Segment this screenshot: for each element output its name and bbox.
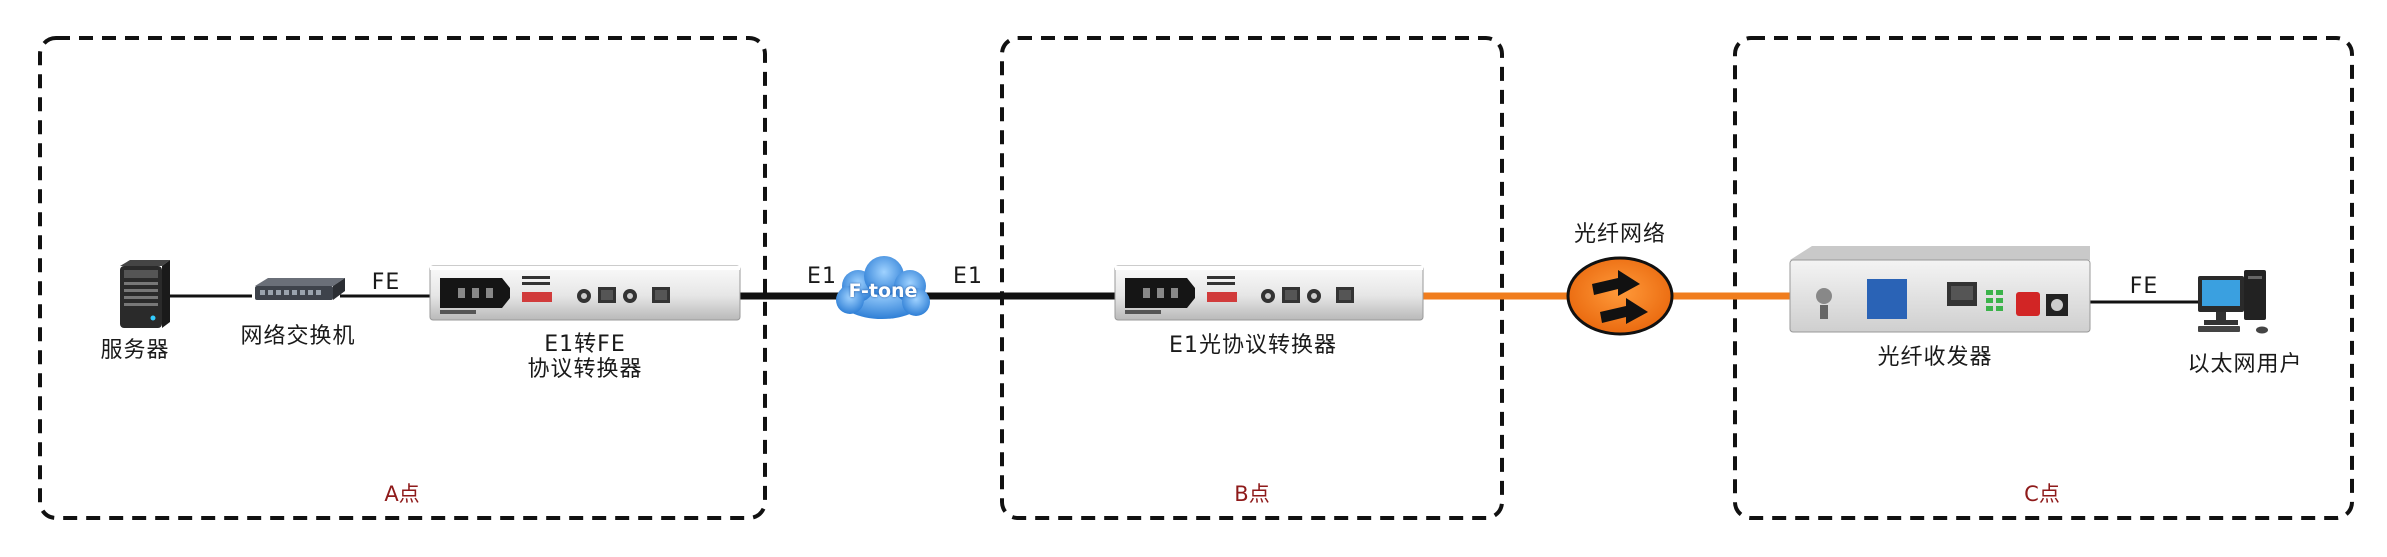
- network-switch-icon: [255, 278, 345, 300]
- brand-logo: [1867, 279, 1907, 319]
- user-label: 以太网用户: [2187, 352, 2303, 377]
- zone-a-label: A点: [384, 482, 420, 506]
- converter-b-label: E1光协议转换器: [1169, 333, 1337, 358]
- fe-right-label: FE: [2129, 274, 2159, 299]
- protocol-converter-device: [429, 265, 741, 321]
- arrow-right-icon: [1600, 298, 1648, 324]
- zone-b-label: B点: [1234, 482, 1270, 506]
- fiber-network-icon: [1566, 256, 1674, 336]
- e1-left-label: E1: [807, 264, 837, 289]
- cloud-brand-label: F-tone: [848, 280, 918, 302]
- switch-label: 网络交换机: [240, 324, 356, 349]
- desktop-pc-icon: [2198, 270, 2268, 334]
- media-converter-label: 光纤收发器: [1877, 345, 1993, 370]
- arrow-right-icon: [1592, 270, 1640, 296]
- fe-left-label: FE: [371, 270, 401, 295]
- e1-network-cloud: [836, 256, 930, 319]
- server-tower-icon: [120, 260, 170, 328]
- converter-a-label-line1: E1转FE: [544, 332, 626, 357]
- fiber-network-label: 光纤网络: [1573, 222, 1666, 247]
- converter-a-label-line2: 协议转换器: [527, 357, 643, 382]
- e1-right-label: E1: [953, 264, 983, 289]
- zone-c-box: [1733, 36, 2354, 520]
- zone-a-box: [38, 36, 767, 520]
- zone-b-box: [1000, 36, 1504, 520]
- optical-protocol-converter-device: [1114, 265, 1424, 321]
- zone-c-label: C点: [2024, 482, 2060, 506]
- server-label: 服务器: [100, 338, 170, 363]
- fiber-media-converter-device: [1789, 246, 2091, 333]
